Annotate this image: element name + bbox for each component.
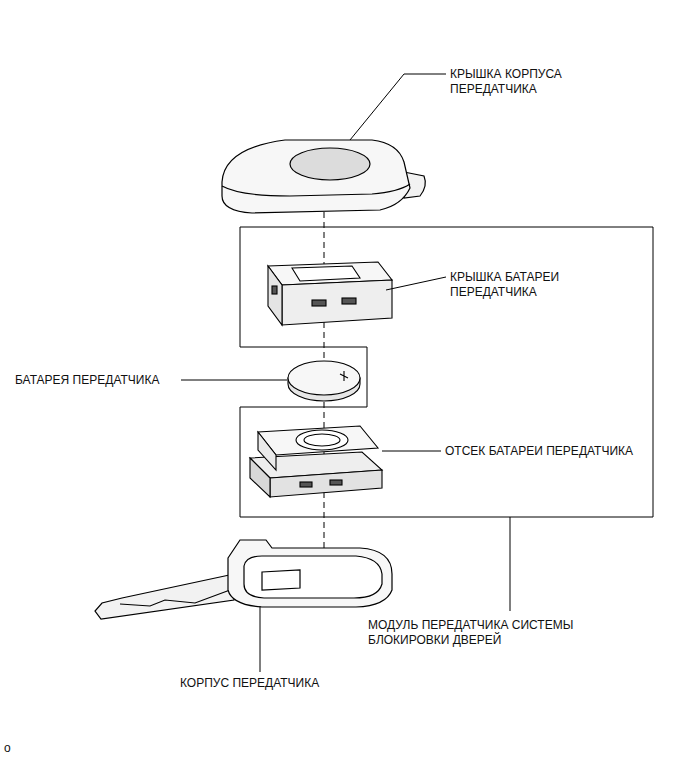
- part-label: КРЫШКА КОРПУСА ПЕРЕДАТЧИКА: [450, 67, 562, 96]
- housing-cover: [222, 140, 425, 213]
- transmitter-housing: [95, 540, 392, 619]
- part-label-box: КРЫШКА КОРПУСА ПЕРЕДАТЧИКА: [450, 67, 600, 97]
- module-label: МОДУЛЬ ПЕРЕДАТЧИКА СИСТЕМЫ БЛОКИРОВКИ ДВ…: [368, 618, 573, 647]
- part-label-box: ОТСЕК БАТАРЕИ ПЕРЕДАТЧИКА: [445, 444, 633, 459]
- part-label-box: БАТАРЕЯ ПЕРЕДАТЧИКА: [15, 373, 159, 388]
- module-outline: [240, 227, 653, 517]
- part-label-box: КОРПУС ПЕРЕДАТЧИКА: [180, 676, 319, 691]
- battery-compartment: [250, 426, 382, 497]
- part-label: КРЫШКА БАТАРЕИ ПЕРЕДАТЧИКА: [450, 270, 559, 299]
- battery-cover: [268, 262, 392, 325]
- part-label: КОРПУС ПЕРЕДАТЧИКА: [180, 676, 319, 690]
- part-label-box: КРЫШКА БАТАРЕИ ПЕРЕДАТЧИКА: [450, 270, 600, 300]
- stray-mark: o: [4, 741, 11, 755]
- part-label: ОТСЕК БАТАРЕИ ПЕРЕДАТЧИКА: [445, 444, 633, 458]
- battery: [288, 361, 360, 401]
- leader-lines: [181, 74, 510, 672]
- part-label: БАТАРЕЯ ПЕРЕДАТЧИКА: [15, 373, 159, 387]
- stray-mark-box: o: [4, 741, 11, 756]
- module-label-box: МОДУЛЬ ПЕРЕДАТЧИКА СИСТЕМЫ БЛОКИРОВКИ ДВ…: [368, 618, 618, 648]
